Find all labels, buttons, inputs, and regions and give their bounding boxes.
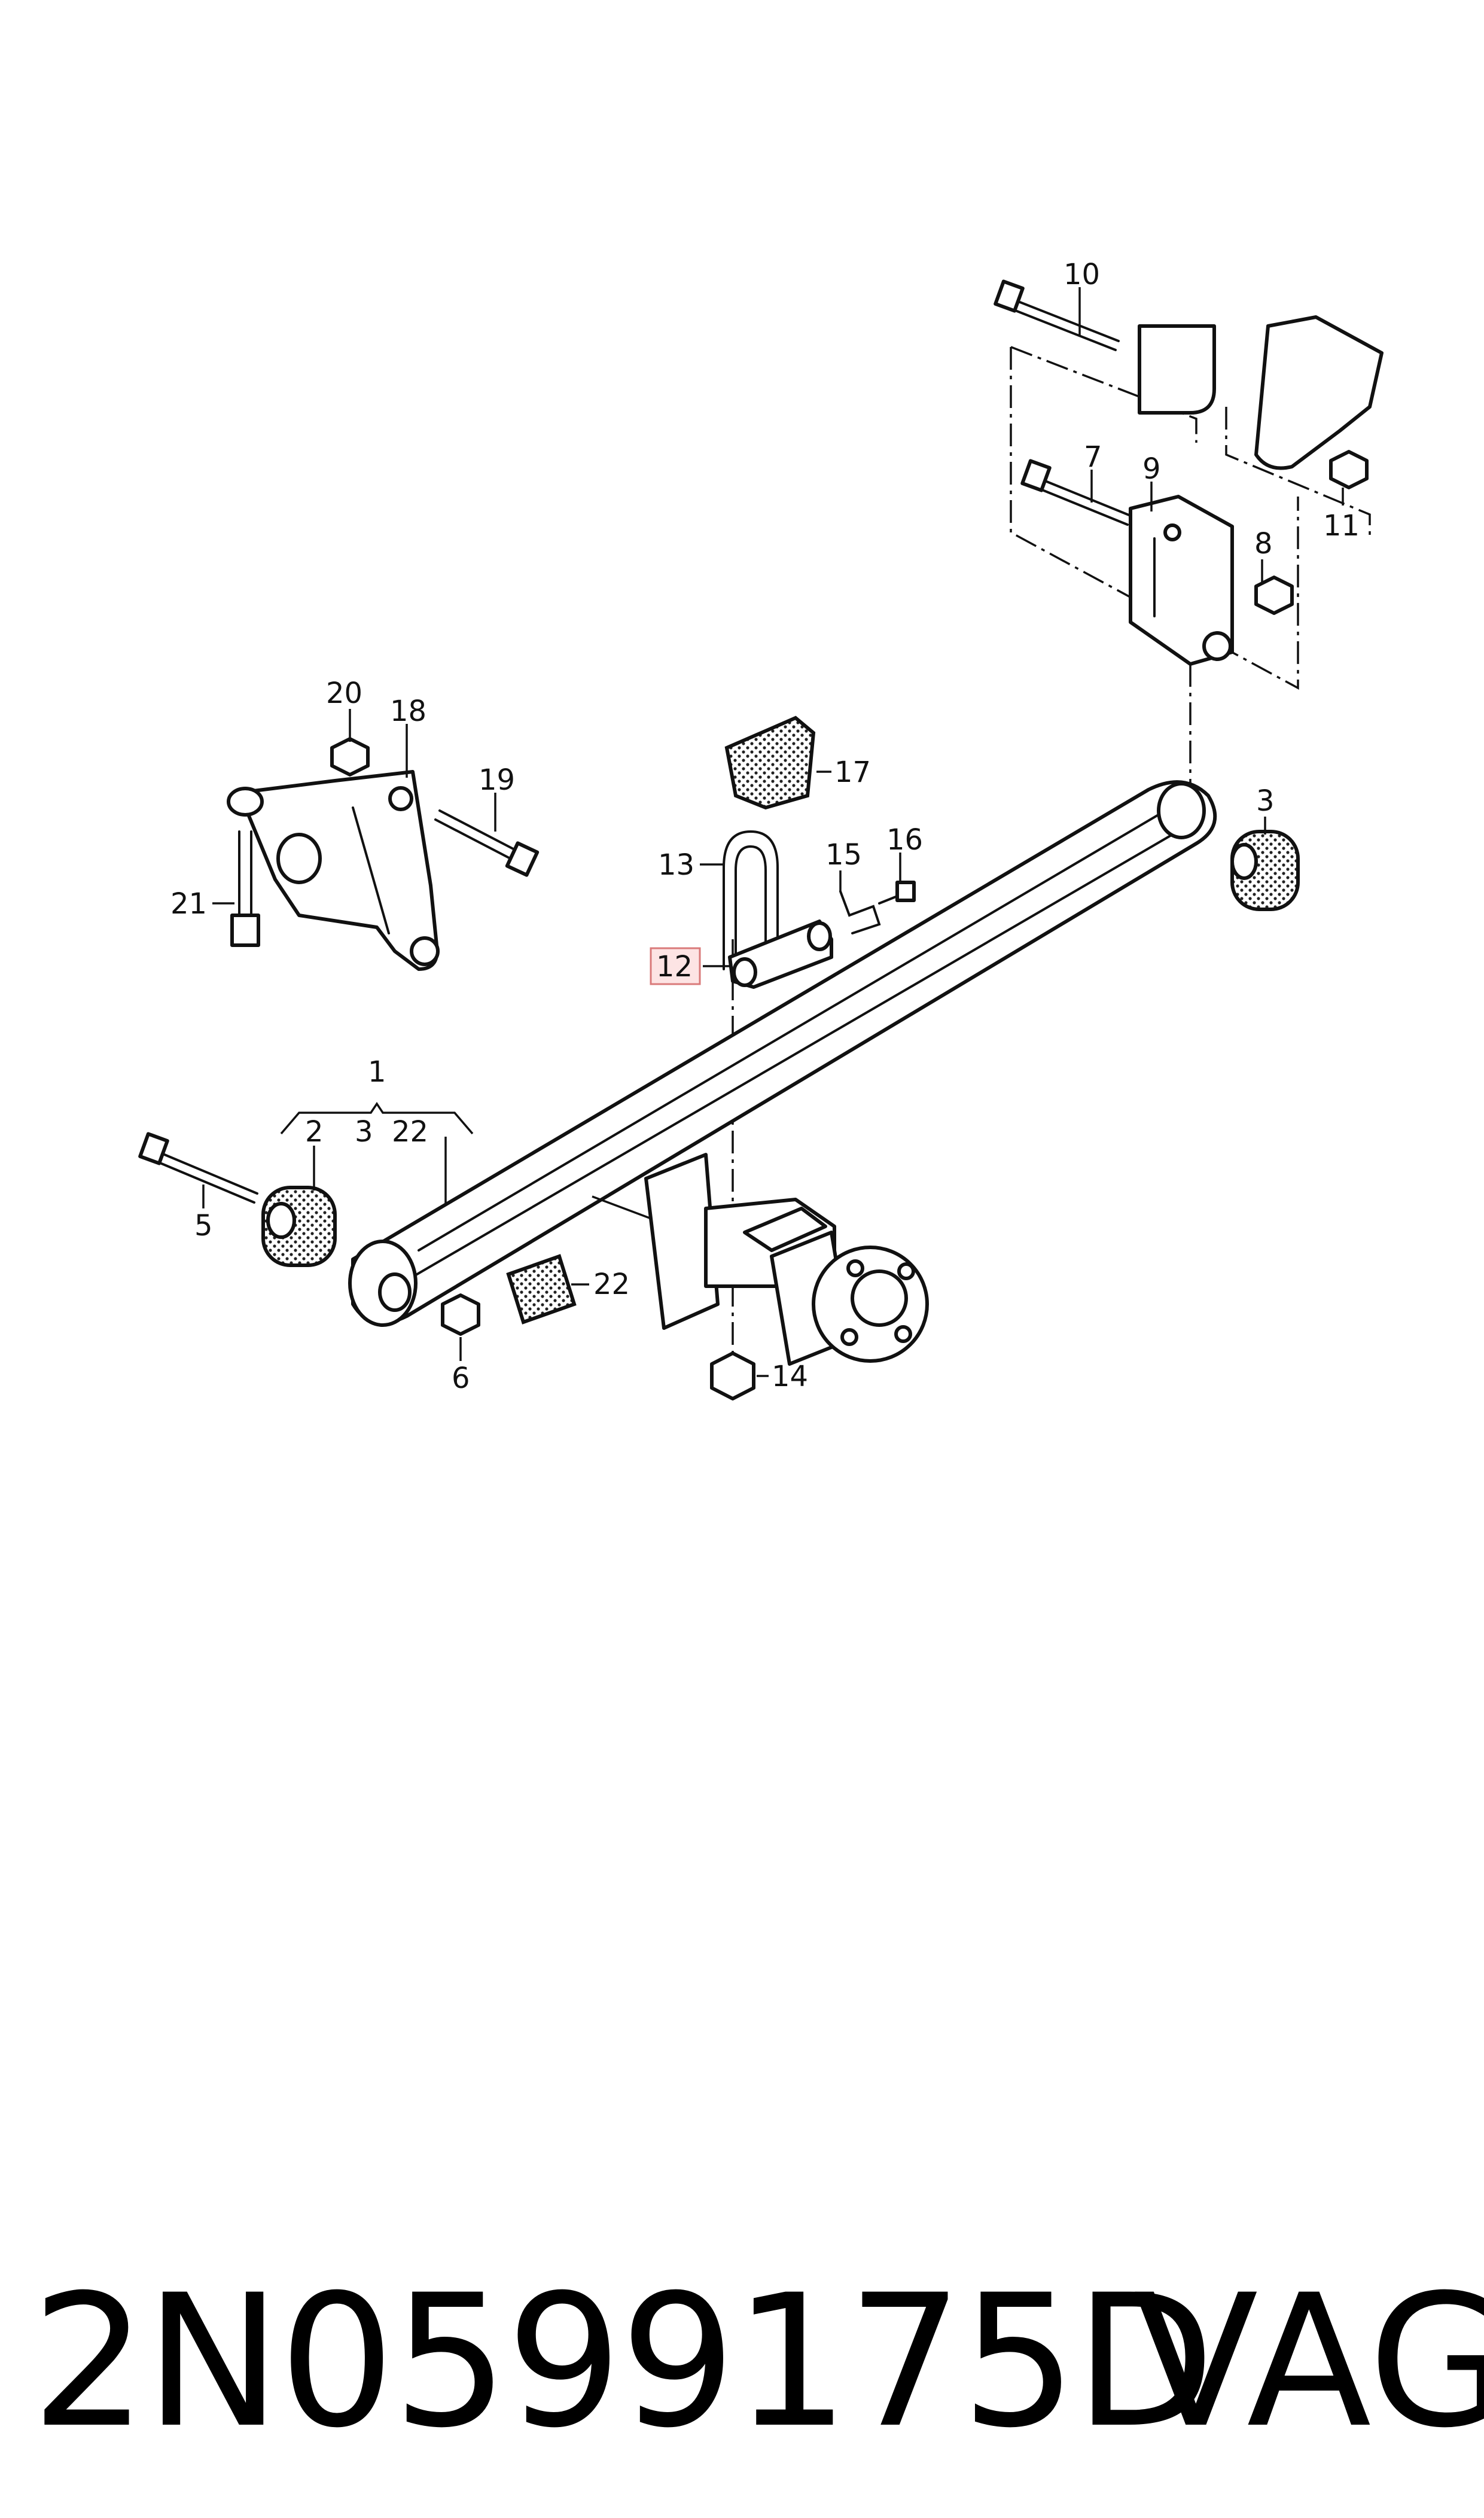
callout-labels: 10 7 9 8 11 3 17 15 16 13 12 14 20 18 19… — [170, 258, 1360, 1395]
callout-9: 9 — [1142, 452, 1161, 486]
u-bolt-13 — [723, 830, 779, 970]
callout-1: 1 — [368, 1055, 386, 1089]
callout-12: 12 — [656, 950, 693, 984]
bolt-7 — [1020, 459, 1132, 526]
callout-18: 18 — [390, 695, 426, 728]
callout-21: 21 — [170, 887, 207, 921]
callout-8: 8 — [1254, 527, 1273, 561]
bushing-3-right — [1230, 830, 1300, 911]
callout-11: 11 — [1323, 509, 1360, 543]
leaf-spring — [348, 780, 1217, 1327]
callout-6: 6 — [452, 1362, 470, 1395]
leader-lines — [202, 287, 1344, 1377]
axle-housing — [592, 1153, 929, 1366]
bolt-16 — [878, 881, 916, 905]
callout-2: 2 — [305, 1115, 324, 1149]
frame-rail — [1138, 324, 1216, 415]
bolt-21 — [230, 830, 260, 947]
spring-bracket-18 — [227, 737, 540, 971]
clamp-22 — [506, 1254, 577, 1325]
bushing-2-left — [261, 1186, 337, 1267]
callout-3-right: 3 — [1256, 784, 1275, 818]
bolt-19 — [434, 809, 540, 877]
callout-12-highlight — [650, 947, 701, 985]
bracket-15 — [839, 890, 881, 934]
part-number: 2N0599175D — [31, 2255, 1215, 2468]
callout-3: 3 — [355, 1115, 373, 1149]
callout-7: 7 — [1084, 440, 1102, 474]
callout-15: 15 — [825, 838, 862, 872]
callout-10: 10 — [1064, 258, 1100, 291]
callout-20: 20 — [326, 677, 362, 710]
brand-label: VAG — [1133, 2255, 1484, 2468]
callout-22-lower: 22 — [593, 1268, 630, 1301]
callout-13: 13 — [658, 848, 694, 882]
callout-19: 19 — [479, 763, 515, 797]
callout-22-upper: 22 — [392, 1115, 428, 1149]
bump-stop-17 — [724, 715, 816, 810]
nut-8 — [1254, 576, 1294, 615]
nut-20 — [330, 737, 370, 777]
callout-14: 14 — [772, 1360, 808, 1393]
shackle-9 — [1129, 495, 1234, 666]
shackle-mount-group — [994, 279, 1384, 690]
callout-17: 17 — [834, 756, 871, 789]
nut-14 — [710, 1351, 755, 1400]
nut-11 — [1329, 450, 1369, 489]
bolt-5 — [138, 1132, 258, 1204]
u-bolt-group — [710, 715, 916, 1400]
frame-hanger — [1254, 315, 1384, 470]
callout-5: 5 — [194, 1209, 213, 1243]
bolt-10 — [994, 279, 1120, 351]
callout-16: 16 — [886, 823, 923, 857]
nut-6 — [441, 1293, 480, 1336]
